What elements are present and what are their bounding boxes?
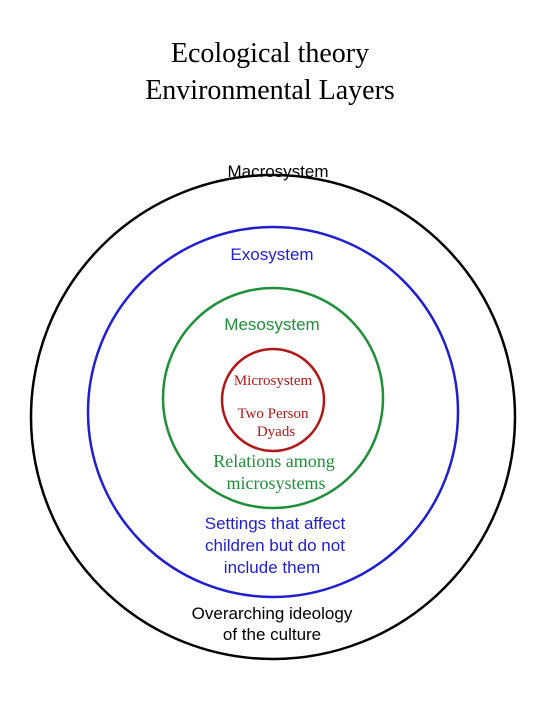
microsystem-ring bbox=[220, 347, 326, 453]
exosystem-description-line-1: Settings that affect bbox=[205, 514, 346, 533]
exosystem-description-line-3: include them bbox=[224, 558, 320, 577]
microsystem-description-line-2: Dyads bbox=[257, 424, 295, 440]
page-title-line-1: Ecological theory bbox=[170, 38, 370, 69]
macrosystem-ring bbox=[29, 173, 517, 661]
mesosystem-ring bbox=[161, 286, 385, 510]
exosystem-ring bbox=[86, 225, 460, 599]
macrosystem-description-line-1: Overarching ideology bbox=[192, 604, 353, 623]
mesosystem-description-line-1: Relations among bbox=[213, 451, 334, 471]
microsystem-label: Microsystem bbox=[234, 373, 313, 389]
mesosystem-description-line-2: microsystems bbox=[227, 473, 326, 493]
exosystem-label: Exosystem bbox=[230, 245, 313, 264]
page-title-line-2: Environmental Layers bbox=[145, 75, 395, 106]
exosystem-description-line-2: children but do not bbox=[205, 536, 345, 555]
macrosystem-description-line-2: of the culture bbox=[223, 625, 321, 644]
mesosystem-label: Mesosystem bbox=[224, 315, 319, 334]
microsystem-description-line-1: Two Person bbox=[237, 406, 309, 422]
macrosystem-label: Macrosystem bbox=[227, 162, 328, 181]
